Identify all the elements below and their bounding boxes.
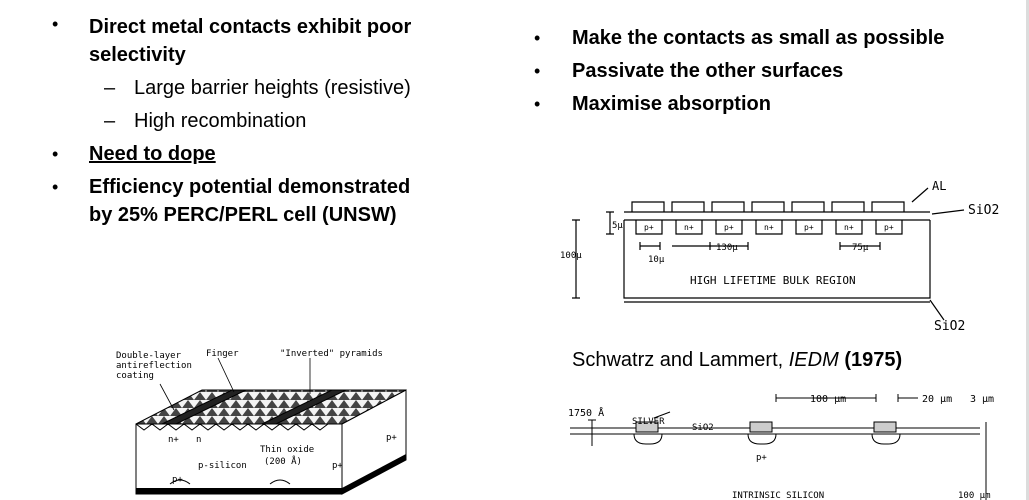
label-5u: 5μ bbox=[612, 221, 623, 231]
label-100um: 100 μm bbox=[810, 394, 846, 405]
label-finger: Finger bbox=[206, 349, 239, 359]
label-p-plus: p+ bbox=[724, 223, 734, 232]
bullet-small-contacts: Make the contacts as small as possible bbox=[572, 27, 945, 49]
label-p-plus: p+ bbox=[386, 433, 397, 443]
bullet-text: Efficiency potential demonstrated bbox=[89, 176, 411, 198]
label-20um: 20 μm bbox=[922, 394, 952, 405]
label-p-plus: p+ bbox=[884, 223, 894, 232]
label-1750a: 1750 Å bbox=[568, 406, 604, 419]
bullet-passivate: Passivate the other surfaces bbox=[572, 60, 844, 82]
label-coating: coating bbox=[116, 371, 154, 381]
ibc-cell-diagram: AL SiO2 SiO2 5μ 100μ 10μ 130μ 75μ HIGH L… bbox=[560, 179, 999, 334]
label-sio2-bottom: SiO2 bbox=[934, 319, 965, 334]
label-n-plus: n+ bbox=[844, 223, 854, 232]
bullet-efficiency: Efficiency potential demonstrated by 25%… bbox=[89, 173, 410, 229]
label-75u: 75μ bbox=[852, 243, 869, 253]
citation: Schwatrz and Lammert, IEDM (1975) bbox=[572, 346, 902, 374]
label-antireflection: antireflection bbox=[116, 361, 192, 371]
label-silver: SILVER bbox=[632, 417, 665, 427]
label-100um-bottom: 100 μm bbox=[958, 491, 991, 500]
label-p-plus: p+ bbox=[756, 453, 767, 463]
citation-year: (1975) bbox=[844, 349, 903, 371]
label-10u: 10μ bbox=[648, 255, 665, 265]
label-sio2-top: SiO2 bbox=[968, 203, 999, 218]
lammert-cell-diagram: 100 μm 20 μm 3 μm 1750 Å SILVER SiO2 p+ … bbox=[568, 394, 994, 500]
bullet-marker: • bbox=[52, 14, 59, 34]
label-thin-oxide: Thin oxide bbox=[260, 445, 314, 455]
label-p-plus: p+ bbox=[332, 461, 343, 471]
label-p-plus: p+ bbox=[804, 223, 814, 232]
bullet-need-to-dope: Need to dope bbox=[89, 143, 216, 165]
label-p-plus: p+ bbox=[172, 475, 183, 485]
label-thin-oxide-thickness: (200 Å) bbox=[264, 455, 302, 467]
citation-authors: Schwatrz and Lammert, bbox=[572, 349, 789, 371]
label-n-plus: n+ bbox=[684, 223, 694, 232]
label-p-silicon: p-silicon bbox=[198, 461, 247, 471]
slide-edge bbox=[1026, 0, 1029, 500]
bullet-text: by 25% PERC/PERL cell (UNSW) bbox=[89, 204, 397, 226]
bullet-direct-contacts: Direct metal contacts exhibit poor selec… bbox=[89, 13, 411, 69]
bullet-absorption: Maximise absorption bbox=[572, 93, 771, 115]
perl-cell-diagram: Double-layer antireflection coating Fing… bbox=[116, 349, 407, 495]
label-130u: 130μ bbox=[716, 243, 738, 253]
bullet-marker: • bbox=[534, 94, 541, 114]
label-3um: 3 μm bbox=[970, 394, 994, 405]
bullet-marker: • bbox=[534, 28, 541, 48]
label-n: n bbox=[196, 435, 201, 445]
bullet-marker: • bbox=[52, 144, 59, 164]
citation-journal: IEDM bbox=[788, 349, 839, 371]
label-intrinsic-silicon: INTRINSIC SILICON bbox=[732, 491, 824, 500]
label-sio2: SiO2 bbox=[692, 423, 714, 433]
bullet-text: selectivity bbox=[89, 44, 186, 66]
label-bulk-region: HIGH LIFETIME BULK REGION bbox=[690, 274, 856, 287]
label-n-plus: n+ bbox=[168, 435, 179, 445]
dash-marker: – bbox=[104, 110, 116, 132]
bullet-text: Direct metal contacts exhibit poor bbox=[89, 16, 412, 38]
label-n-plus: n+ bbox=[764, 223, 774, 232]
label-100u: 100μ bbox=[560, 251, 582, 261]
label-al: AL bbox=[932, 179, 946, 193]
label-double-layer: Double-layer bbox=[116, 351, 182, 361]
bullet-marker: • bbox=[52, 177, 59, 197]
label-pyramids: "Inverted" pyramids bbox=[280, 349, 383, 359]
sub-bullet-barrier: Large barrier heights (resistive) bbox=[134, 77, 411, 99]
label-p-plus: p+ bbox=[644, 223, 654, 232]
bullet-marker: • bbox=[534, 61, 541, 81]
dash-marker: – bbox=[104, 77, 116, 99]
sub-bullet-recombination: High recombination bbox=[134, 110, 307, 132]
